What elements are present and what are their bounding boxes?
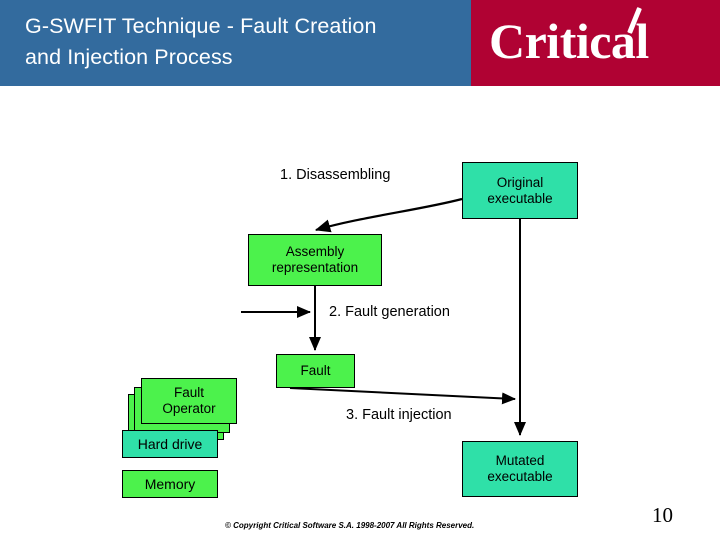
node-fault[interactable]: Fault xyxy=(276,354,355,388)
page-title: G-SWFIT Technique - Fault Creation and I… xyxy=(25,14,377,69)
slide-header: G-SWFIT Technique - Fault Creation and I… xyxy=(0,0,720,86)
label-step-3-fault-injection: 3. Fault injection xyxy=(346,407,452,423)
critical-logo-text: Critical xyxy=(489,13,649,69)
arrow-disassembling xyxy=(314,197,463,233)
header-blue-panel xyxy=(0,0,471,86)
header-red-panel xyxy=(471,0,720,86)
label-step-1-disassembling: 1. Disassembling xyxy=(280,167,391,183)
page-number: 10 xyxy=(652,503,673,527)
arrow-fault-injection xyxy=(289,387,516,405)
node-mutated-executable[interactable]: Mutated executable xyxy=(462,441,578,497)
legend-item-memory[interactable]: Memory xyxy=(122,470,218,498)
fault-operator-stack-layer-front: Fault Operator xyxy=(141,378,237,424)
node-original-executable[interactable]: Original executable xyxy=(462,162,578,219)
gswfit-process-diagram: Original executable 1. Disassembling Ass… xyxy=(0,86,720,540)
node-assembly-representation[interactable]: Assembly representation xyxy=(248,234,382,286)
label-step-2-fault-generation: 2. Fault generation xyxy=(329,304,450,320)
copyright-notice: © Copyright Critical Software S.A. 1998-… xyxy=(225,521,475,530)
legend-item-hard-drive[interactable]: Hard drive xyxy=(122,430,218,458)
